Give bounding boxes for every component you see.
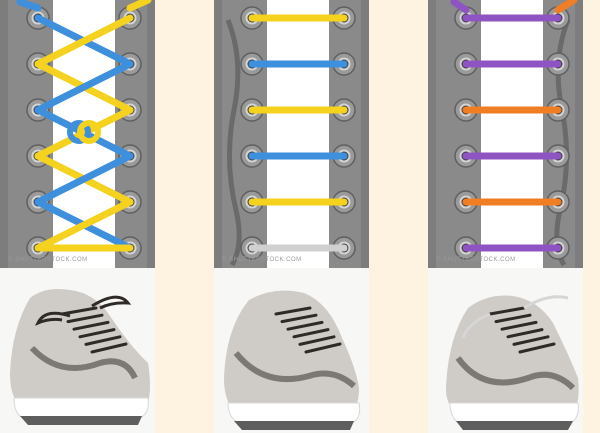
lacing-diagram-two-tone bbox=[428, 0, 583, 268]
shoe-lace-bar bbox=[66, 313, 104, 324]
lace-segment bbox=[34, 198, 134, 252]
panel-two-tone: © SHUTTERSTOCK.COM bbox=[428, 0, 583, 433]
watermark: © SHUTTERSTOCK.COM bbox=[436, 257, 516, 263]
shoe-lace-bar bbox=[90, 342, 128, 354]
lace-end bbox=[126, 0, 152, 12]
knot-loop bbox=[77, 120, 101, 144]
watermark: © SHUTTERSTOCK.COM bbox=[8, 257, 88, 263]
panel-crisscross: © SHUTTERSTOCK.COM bbox=[0, 0, 155, 433]
sneaker-photo-two-tone bbox=[428, 268, 583, 433]
panel-bar: © SHUTTERSTOCK.COM bbox=[214, 0, 369, 433]
shoe-lace-bar bbox=[298, 335, 336, 346]
lacing-diagram-bar bbox=[214, 0, 369, 268]
shoe-lace-bar bbox=[512, 335, 550, 346]
shoe-lace-bar bbox=[60, 306, 98, 316]
shoe-lace-end bbox=[461, 312, 491, 339]
shoe-lace-bar bbox=[488, 306, 526, 316]
shoe-lace-end bbox=[523, 295, 569, 310]
shoe-lace-bow bbox=[91, 295, 132, 310]
shoe-lace-bar bbox=[280, 313, 318, 324]
lace-end bbox=[16, 0, 42, 12]
shoe-lace-bar bbox=[304, 342, 342, 354]
shoe-lace-bar bbox=[506, 328, 544, 339]
lace-segment bbox=[34, 60, 134, 114]
lace-segment bbox=[34, 14, 134, 68]
knot-loop bbox=[67, 120, 91, 144]
shoe-lace-bar bbox=[494, 313, 532, 324]
shoe-lace-bar bbox=[84, 335, 122, 346]
shoe-lace-bar bbox=[274, 306, 312, 316]
shoe-lace-bar bbox=[286, 320, 324, 331]
shoe-lace-bar bbox=[292, 328, 330, 339]
watermark: © SHUTTERSTOCK.COM bbox=[222, 257, 302, 263]
shoe-lace-bar bbox=[72, 320, 110, 331]
shoe-lace-bar bbox=[518, 342, 556, 354]
shoe-lace-bar bbox=[78, 328, 116, 339]
sneaker-photo-bar bbox=[214, 268, 369, 433]
sneaker-photo-crisscross bbox=[0, 268, 155, 433]
lace-end bbox=[450, 0, 470, 14]
lace-end bbox=[554, 0, 578, 14]
shoe-lace-bar bbox=[500, 320, 538, 331]
lace-segment bbox=[34, 106, 134, 160]
lacing-diagram-crisscross bbox=[0, 0, 155, 268]
shoe-lace-bow bbox=[35, 311, 71, 326]
lace-segment bbox=[34, 152, 134, 206]
